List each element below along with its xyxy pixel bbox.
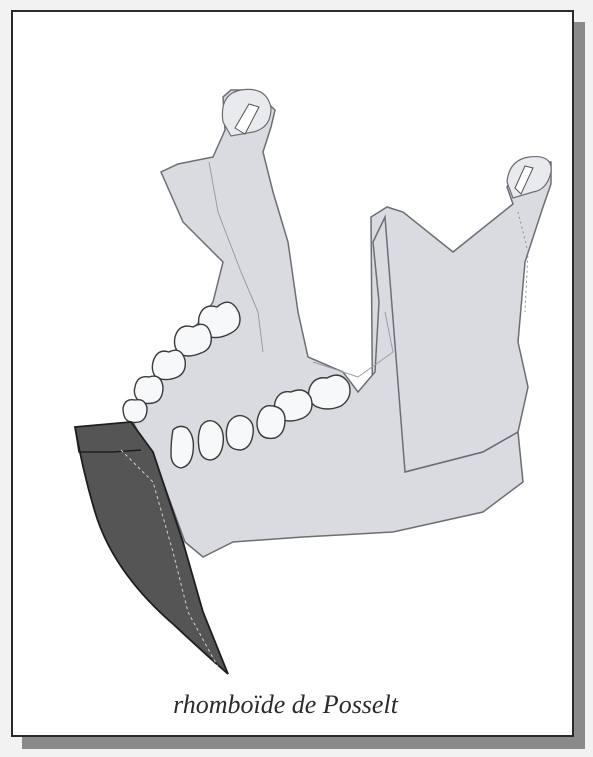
canine-tooth <box>198 421 223 460</box>
molar-tooth <box>309 375 350 409</box>
molar-tooth <box>123 400 147 423</box>
incisor-tooth <box>171 426 193 468</box>
premolar-tooth <box>257 406 285 439</box>
figure-caption: rhomboïde de Posselt <box>13 690 558 720</box>
mandible-illustration <box>13 12 572 735</box>
premolar-tooth <box>226 416 253 450</box>
molar-tooth <box>152 350 185 379</box>
figure-frame: rhomboïde de Posselt <box>11 10 574 737</box>
